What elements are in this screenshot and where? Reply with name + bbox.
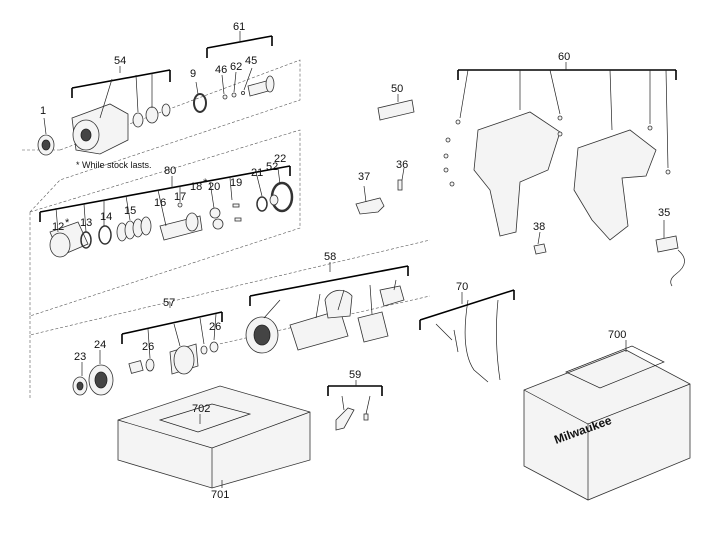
label-12-star: *: [65, 217, 70, 229]
label-50: 50: [391, 83, 403, 95]
label-700: 700: [608, 329, 626, 341]
stock-note: * While stock lasts.: [76, 160, 152, 170]
part-23-bearing: [72, 376, 88, 396]
part-58-stator-and-switch: [245, 285, 405, 354]
label-20: 20: [208, 181, 220, 193]
label-9: 9: [190, 68, 196, 80]
label-80: 80: [164, 165, 176, 177]
label-35: 35: [658, 207, 670, 219]
label-54: 54: [114, 55, 126, 67]
label-22: 22: [274, 153, 286, 165]
part-57-rotor: [128, 341, 219, 375]
part-50-label: [377, 99, 415, 121]
part-24-fan: [88, 364, 114, 396]
part-18-20-planet-gears: [209, 203, 242, 230]
part-21-22-52-ring-gear: [256, 181, 294, 213]
label-1: 1: [40, 105, 46, 117]
label-38: 38: [533, 221, 545, 233]
label-19: 19: [230, 177, 242, 189]
label-18-star: *: [203, 177, 208, 189]
label-23: 23: [74, 351, 86, 363]
label-16: 16: [154, 197, 166, 209]
label-18: 18: [190, 181, 202, 193]
label-12: 12: [52, 221, 64, 233]
part-9-ring: [193, 93, 207, 113]
part-labels: 1 54 9 61 46 62 45 50 60 * While stock l…: [40, 21, 670, 501]
label-46: 46: [215, 64, 227, 76]
label-15: 15: [124, 205, 136, 217]
part-36-screw: [397, 179, 403, 191]
part-16-17-spindle: [159, 202, 203, 241]
part-38-small-part: [533, 243, 547, 255]
part-37-clip: [355, 197, 385, 215]
dashed-frames: [22, 59, 431, 400]
label-26-left: 26: [142, 341, 154, 353]
label-62: 62: [230, 61, 242, 73]
part-70-wires: [453, 299, 501, 383]
part-61-anvil-assembly: [222, 75, 275, 100]
part-54-gear-housing: [71, 103, 171, 155]
part-59-lever-and-screw: [335, 407, 369, 431]
part-60-housing-halves: [443, 111, 671, 241]
label-52: 52: [266, 161, 278, 173]
part-701-702-case: [117, 385, 311, 489]
label-701: 701: [211, 489, 229, 501]
label-45: 45: [245, 55, 257, 67]
part-1-nose-ring: [37, 134, 55, 156]
part-700-case: Milwaukee: [523, 345, 691, 501]
label-702: 702: [192, 403, 210, 415]
label-21: 21: [251, 167, 263, 179]
label-14: 14: [100, 211, 112, 223]
part-15-spring: [116, 216, 152, 242]
label-36: 36: [396, 159, 408, 171]
part-35-led-board: [655, 235, 685, 287]
label-57: 57: [163, 297, 175, 309]
part-12-hammer-case: [49, 221, 89, 258]
label-37: 37: [358, 171, 370, 183]
label-13: 13: [80, 217, 92, 229]
label-24: 24: [94, 339, 106, 351]
label-58: 58: [324, 251, 336, 263]
label-59: 59: [349, 369, 361, 381]
brackets: [39, 35, 677, 396]
label-60: 60: [558, 51, 570, 63]
label-61: 61: [233, 21, 245, 33]
label-70: 70: [456, 281, 468, 293]
label-26-right: 26: [209, 321, 221, 333]
leader-lines: [43, 31, 669, 488]
label-17: 17: [174, 191, 186, 203]
